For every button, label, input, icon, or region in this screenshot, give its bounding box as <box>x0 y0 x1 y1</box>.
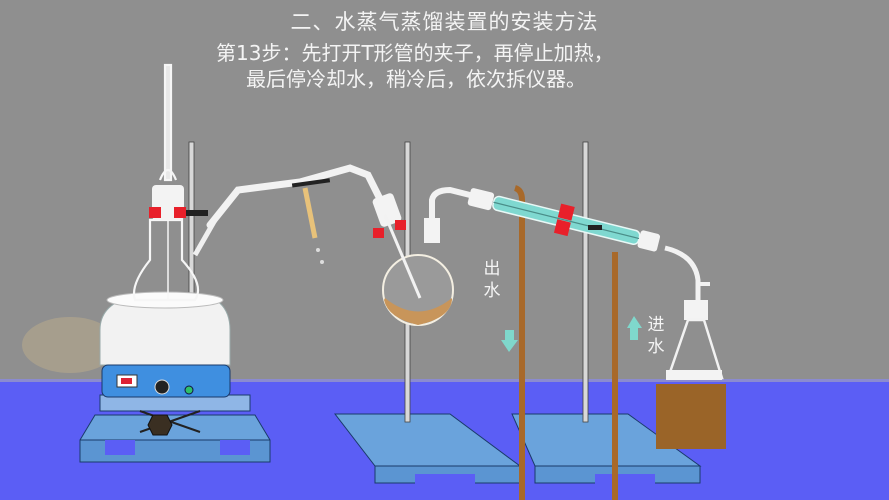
clamp-pad <box>174 207 186 218</box>
t-tube-clamp <box>291 178 331 188</box>
heater-indicator <box>184 385 194 395</box>
adapter <box>664 245 701 300</box>
steam-generator-flask <box>132 63 218 302</box>
receiver-support-box <box>656 384 726 449</box>
stand-rod-right <box>582 141 589 423</box>
water-in-arrow <box>627 316 642 340</box>
water-out-arrow <box>501 330 518 352</box>
heater-knob <box>154 379 170 395</box>
receiving-flask <box>666 300 724 380</box>
clamp-pad <box>149 207 161 218</box>
water-out-tubing <box>513 185 525 500</box>
condenser <box>467 188 661 252</box>
stand-base-left <box>79 414 271 463</box>
lab-jack <box>99 394 251 436</box>
water-in-label: 进水 <box>647 315 665 357</box>
background-stain <box>22 317 118 373</box>
water-out-label: 出水 <box>483 259 501 301</box>
steam-tube <box>206 164 387 229</box>
heating-mantle <box>99 291 231 398</box>
instruction-line-1: 第13步：先打开T形管的夹子，再停止加热， <box>216 41 614 65</box>
t-tube-branch <box>302 187 318 239</box>
distilling-flask <box>372 186 471 326</box>
instruction-line-2: 最后停冷却水，稍冷后，依次拆仪器。 <box>246 67 586 91</box>
page-title: 二、水蒸气蒸馏装置的安装方法 <box>290 10 599 34</box>
stand-base-middle <box>333 413 522 484</box>
